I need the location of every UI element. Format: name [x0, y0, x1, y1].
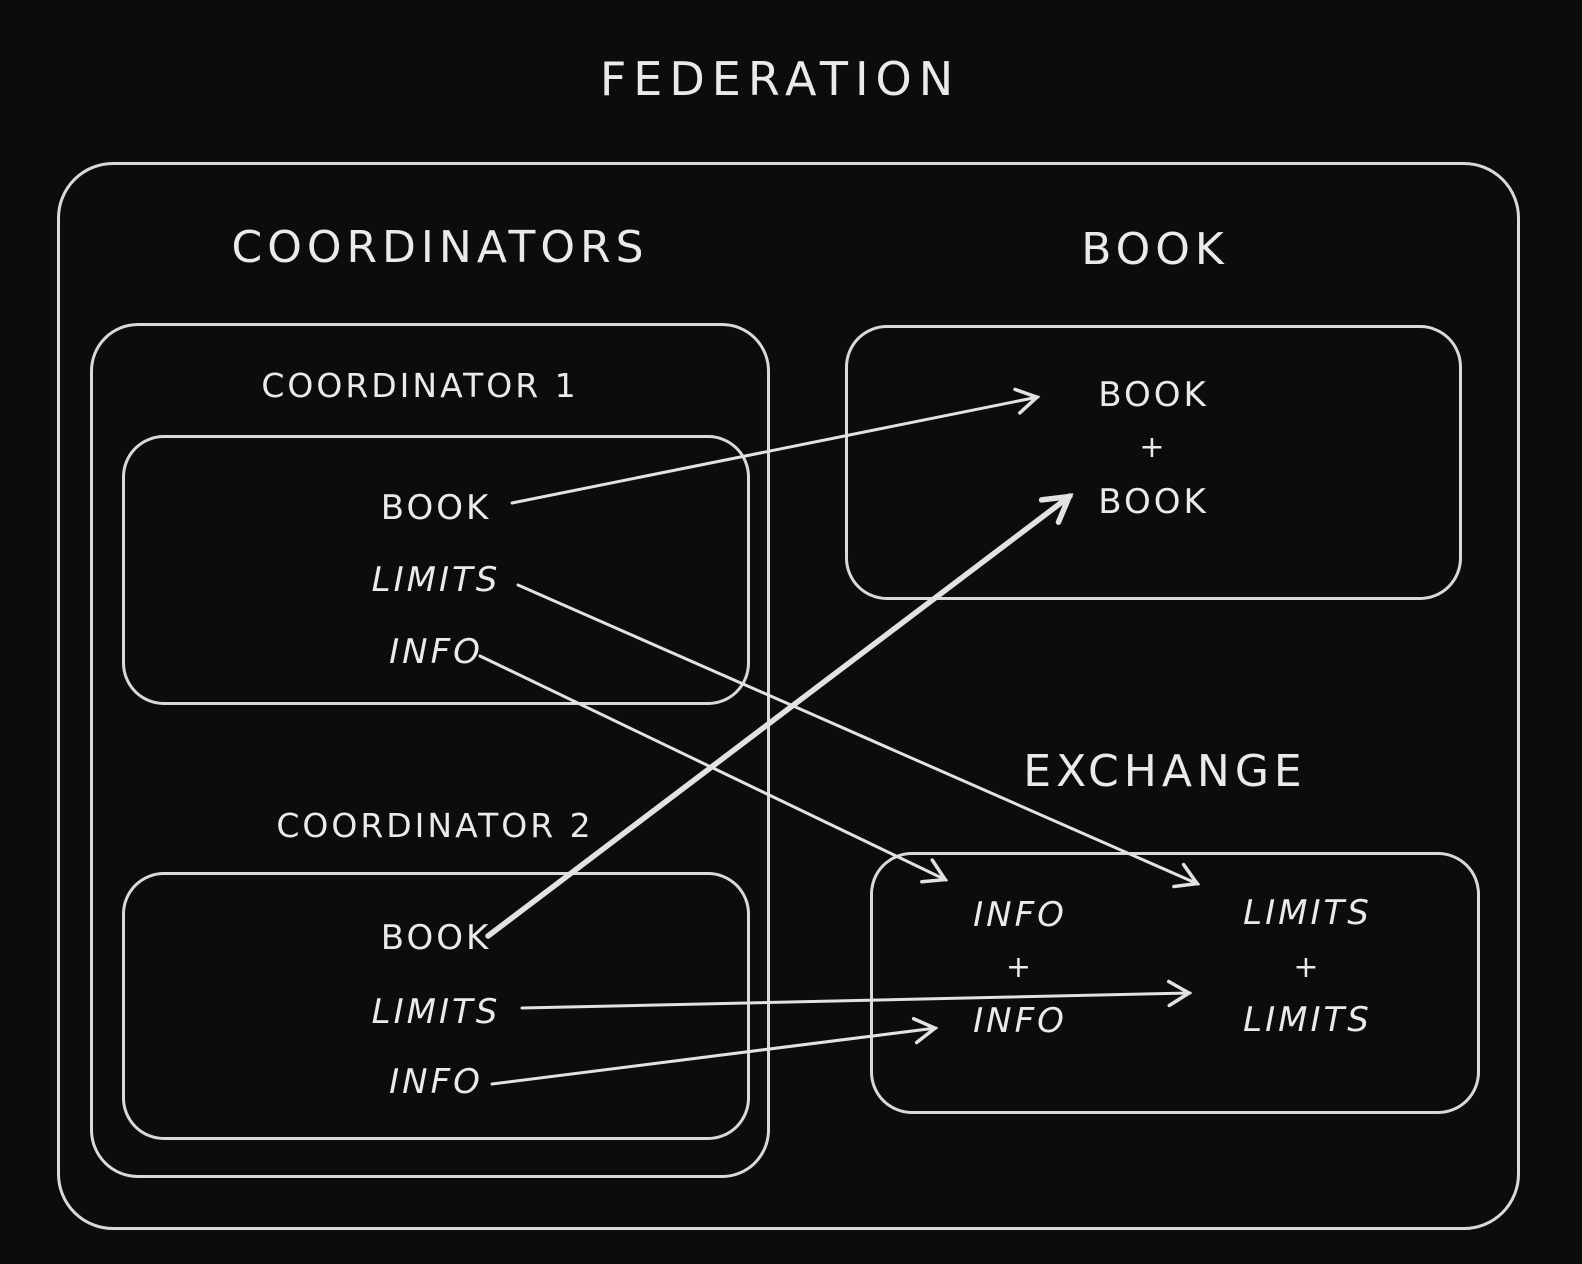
coordinator1-item-book: BOOK	[380, 488, 492, 528]
exchange-limits-plus: +	[1293, 950, 1322, 985]
book-line1: BOOK	[1098, 375, 1209, 415]
book-line3: BOOK	[1098, 482, 1209, 522]
exchange-limits-line3: LIMITS	[1243, 1000, 1372, 1040]
diagram-title: FEDERATION	[599, 52, 961, 106]
exchange-info-plus: +	[1005, 950, 1035, 985]
exchange-heading: EXCHANGE	[1023, 746, 1307, 797]
coordinator1-item-limits: LIMITS	[371, 560, 501, 600]
federation-frame	[57, 162, 1520, 1230]
book-plus: +	[1139, 430, 1168, 465]
coordinators-heading: COORDINATORS	[231, 222, 649, 273]
exchange-info-line1: INFO	[973, 895, 1067, 935]
coordinator1-label: COORDINATOR 1	[261, 366, 579, 405]
exchange-info-line3: INFO	[973, 1001, 1067, 1041]
coordinator1-item-info: INFO	[389, 632, 483, 672]
book-heading: BOOK	[1081, 224, 1229, 275]
coordinator2-label: COORDINATOR 2	[276, 806, 594, 845]
exchange-limits-line1: LIMITS	[1243, 893, 1372, 933]
coordinator2-item-limits: LIMITS	[371, 992, 501, 1032]
coordinator2-item-book: BOOK	[380, 918, 492, 958]
coordinator2-item-info: INFO	[389, 1062, 483, 1102]
